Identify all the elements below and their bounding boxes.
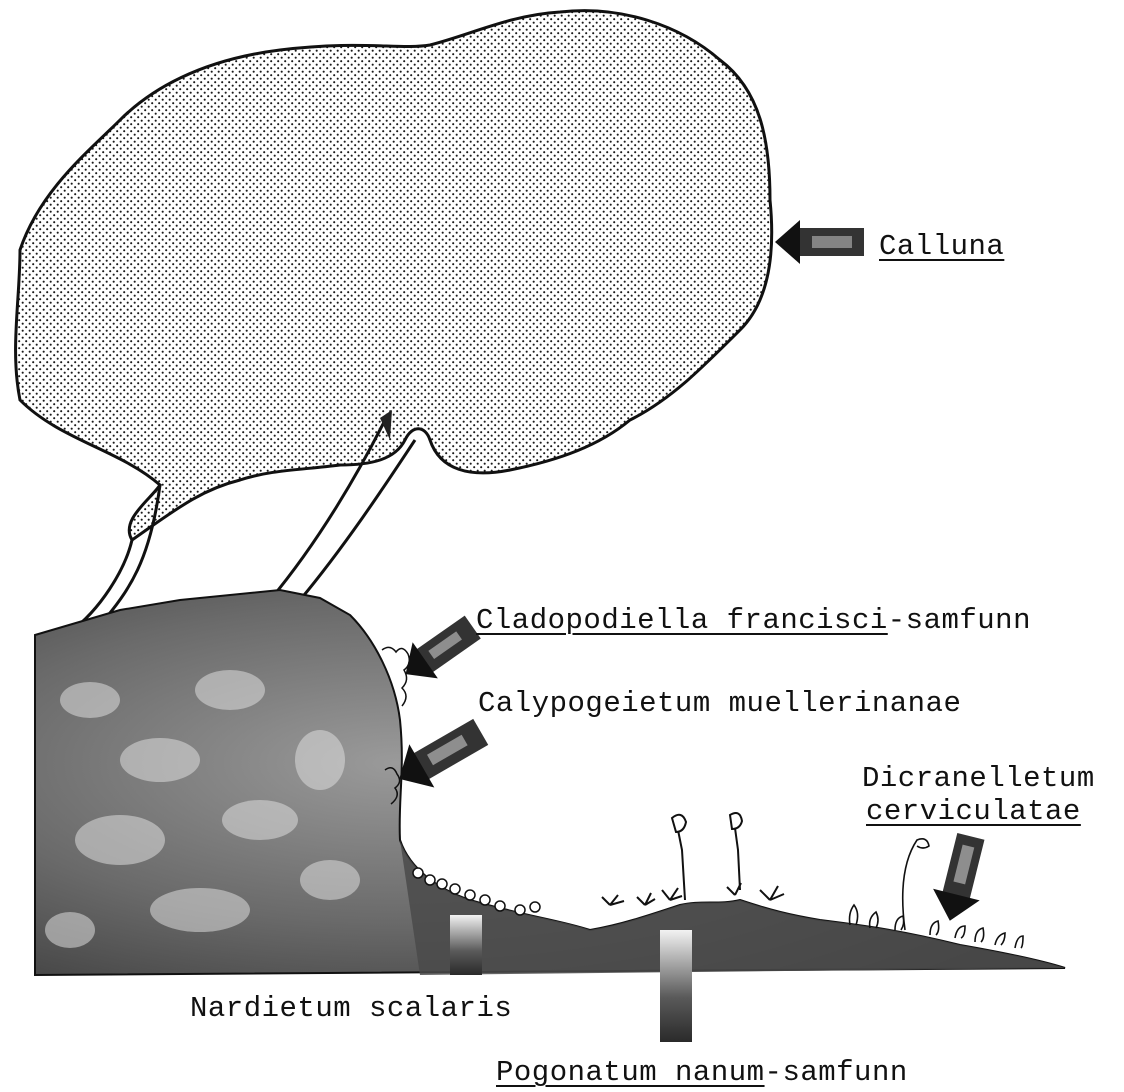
label-dicranelletum-line1: Dicranelletum: [862, 762, 1095, 795]
arrow-calypogeietum: [387, 710, 493, 800]
label-pogonatum-name: Pogonatum nanum: [496, 1056, 765, 1089]
label-dicranelletum-line2: cerviculatae: [862, 795, 1095, 828]
marker-pogonatum: [660, 930, 692, 1042]
arrow-calluna: [775, 220, 864, 264]
label-calypogeietum: Calypogeietum muellerinanae: [478, 689, 961, 718]
label-pogonatum: Pogonatum nanum-samfunn: [496, 1058, 908, 1087]
label-calluna: Calluna: [879, 232, 1004, 261]
label-pogonatum-suffix: -samfunn: [765, 1056, 908, 1089]
label-dicranelletum: Dicranelletum cerviculatae: [862, 762, 1095, 829]
pogonatum-mosses: [602, 813, 784, 905]
arrow-dicranelletum: [927, 831, 995, 927]
label-cladopodiella: Cladopodiella francisci-samfunn: [476, 606, 1031, 635]
label-cladopodiella-suffix: -samfunn: [888, 604, 1031, 637]
marker-nardietum: [450, 915, 482, 975]
label-cladopodiella-name: Cladopodiella francisci: [476, 604, 888, 637]
calluna-shrub: [16, 11, 772, 632]
label-nardietum: Nardietum scalaris: [190, 994, 512, 1023]
